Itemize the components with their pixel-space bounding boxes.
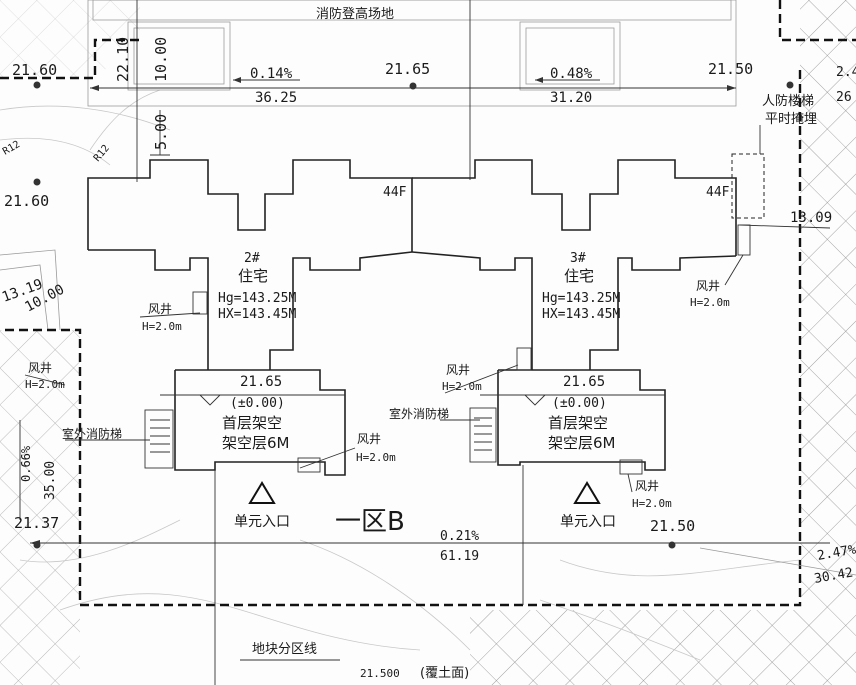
fire-access-area xyxy=(87,0,737,182)
b3-type: 住宅 xyxy=(564,267,594,285)
b3-ground-2: 架空层6M xyxy=(548,434,616,452)
edge-label-top: 2.4 xyxy=(836,65,856,80)
b2-zero: (±0.00) xyxy=(230,396,285,411)
civil-defense-label-1: 人防楼梯 xyxy=(762,93,814,109)
zone-label: 一区B xyxy=(335,507,405,537)
building-2-outline xyxy=(87,159,413,476)
b2-elev: 21.65 xyxy=(240,374,282,390)
b2-vent-a-label: 风井 xyxy=(148,302,172,316)
cover-soil-label: (覆土面) xyxy=(420,666,469,681)
b3-ground-1: 首层架空 xyxy=(548,414,608,432)
b3-elev: 21.65 xyxy=(563,374,605,390)
fire-site-label: 消防登高场地 xyxy=(316,6,394,22)
stair-left-label: 室外消防梯 xyxy=(62,426,122,441)
b3-vent-a-label: 风井 xyxy=(696,279,720,293)
entrance-triangle-3 xyxy=(573,481,601,504)
b3-vent-b-label: 风井 xyxy=(446,363,470,377)
civil-defense-stair-box xyxy=(731,153,765,219)
b2-vent-b-h: H=2.0m xyxy=(356,451,396,464)
b3-number: 3# xyxy=(570,251,586,266)
b3-vent-c-label: 风井 xyxy=(635,479,659,493)
len-35-00: 35.00 xyxy=(43,461,58,500)
vent-left-label: 风井 xyxy=(28,361,52,375)
b2-hg: Hg=143.25M xyxy=(218,291,296,306)
slope-066: 0.66% xyxy=(19,445,33,482)
elev-top-right: 21.50 xyxy=(708,60,753,78)
b3-hg: Hg=143.25M xyxy=(542,291,620,306)
radius-r12-a: R12 xyxy=(1,139,22,158)
dim-vert-22-10: 22.10 xyxy=(114,37,132,82)
exterior-fire-stair-2 xyxy=(144,409,174,469)
len-61-19: 61.19 xyxy=(440,549,479,564)
leader-lines xyxy=(24,125,831,661)
len-30-42: 30.42 xyxy=(813,565,854,587)
b2-hx: HX=143.45M xyxy=(218,307,296,322)
b3-vent-b-h: H=2.0m xyxy=(442,380,482,393)
radius-r12-b: R12 xyxy=(92,143,112,164)
vent-left-h: H=2.0m xyxy=(25,378,65,391)
entrance-triangle-2 xyxy=(248,481,276,504)
b2-type: 住宅 xyxy=(238,267,268,285)
slope-247: 2.47% xyxy=(816,542,856,564)
road-curves xyxy=(0,89,801,661)
survey-points xyxy=(33,81,794,549)
b2-number: 2# xyxy=(244,251,260,266)
b3-vent-c-h: H=2.0m xyxy=(632,497,672,510)
b2-ground-1: 首层架空 xyxy=(222,414,282,432)
slope-021: 0.21% xyxy=(440,529,479,544)
b3-hx: HX=143.45M xyxy=(542,307,620,322)
elev-bottom-right: 21.50 xyxy=(650,517,695,535)
civil-defense-label-2: 平时掩埋 xyxy=(765,112,817,127)
elev-21-37: 21.37 xyxy=(14,514,59,532)
b3-stair-label: 室外消防梯 xyxy=(389,406,449,421)
dim-vert-5-00: 5.00 xyxy=(152,114,170,150)
b3-vent-a-h: H=2.0m xyxy=(690,296,730,309)
elev-mid: 21.65 xyxy=(385,60,430,78)
b2-floors: 44F xyxy=(383,185,407,200)
b2-entrance: 单元入口 xyxy=(234,514,290,530)
dim-vert-10-00: 10.00 xyxy=(152,37,170,82)
building-3-outline xyxy=(411,159,751,475)
elev-left: 21.60 xyxy=(12,61,57,79)
len-36-25: 36.25 xyxy=(255,90,297,106)
b2-vent-b-label: 风井 xyxy=(357,432,381,446)
b2-vent-a-h: H=2.0m xyxy=(142,320,182,333)
edge-label-26: 26 xyxy=(836,90,852,105)
elev-21-500: 21.500 xyxy=(360,667,400,680)
b3-entrance: 单元入口 xyxy=(560,514,616,530)
b2-ground-2: 架空层6M xyxy=(222,434,290,452)
slope-014: 0.14% xyxy=(250,66,293,82)
site-boundary xyxy=(0,0,856,607)
dim-13-09: 13.09 xyxy=(790,210,832,226)
len-31-20: 31.20 xyxy=(550,90,592,106)
exterior-fire-stair-3 xyxy=(469,407,497,463)
bottom-dimension xyxy=(19,420,856,685)
b3-floors: 44F xyxy=(706,185,730,200)
elev-21-60-left: 21.60 xyxy=(4,192,49,210)
plot-line-label: 地块分区线 xyxy=(252,642,317,657)
b3-zero: (±0.00) xyxy=(552,396,607,411)
slope-048: 0.48% xyxy=(550,66,593,82)
